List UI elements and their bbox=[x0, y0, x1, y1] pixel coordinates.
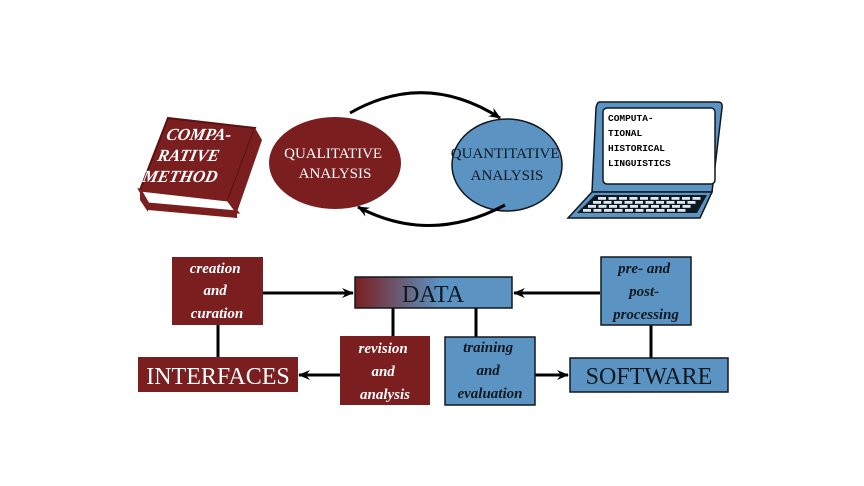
key bbox=[640, 197, 648, 200]
key bbox=[666, 201, 675, 204]
connectors bbox=[216, 288, 653, 380]
key bbox=[598, 205, 607, 208]
key bbox=[645, 201, 654, 204]
key bbox=[614, 201, 622, 204]
laptop-text: COMPUTA- bbox=[608, 113, 654, 124]
key bbox=[624, 201, 633, 204]
qualitative-label: QUALITATIVE bbox=[284, 146, 382, 162]
key bbox=[667, 209, 675, 212]
arrow-qual-to-quant bbox=[349, 91, 501, 120]
qualitative-analysis-node: QUALITATIVE ANALYSIS bbox=[269, 117, 401, 209]
creation-label: and bbox=[203, 283, 227, 299]
key bbox=[672, 205, 680, 208]
key bbox=[609, 205, 617, 208]
key bbox=[619, 197, 627, 200]
keyboard-keys bbox=[583, 197, 701, 212]
svg-text:training and evalu: training and evaluation bbox=[457, 340, 522, 402]
key bbox=[588, 205, 596, 208]
svg-text:COMPUTA- TIONAL HI: COMPUTA- TIONAL HISTORICAL LINGUISTICS bbox=[608, 113, 671, 169]
key bbox=[640, 205, 649, 208]
laptop-text: LINGUISTICS bbox=[608, 158, 671, 169]
svg-text:revision and analy: revision and analysis bbox=[359, 341, 412, 403]
key bbox=[682, 205, 691, 208]
training-evaluation-node: training and evaluation bbox=[444, 336, 536, 406]
revision-analysis-node: revision and analysis bbox=[340, 336, 430, 405]
preprocessing-label: post- bbox=[627, 284, 659, 300]
key bbox=[635, 201, 643, 204]
book-title-line: COMPA- bbox=[165, 125, 234, 144]
key bbox=[629, 197, 638, 200]
laptop-text: TIONAL bbox=[608, 128, 643, 139]
qualitative-label: ANALYSIS bbox=[299, 166, 372, 182]
key bbox=[677, 201, 685, 204]
interfaces-node: INTERFACES bbox=[138, 357, 298, 392]
creation-label: creation bbox=[190, 261, 241, 277]
book-icon: COMPA- RATIVE METHOD bbox=[137, 116, 262, 218]
key bbox=[625, 209, 633, 212]
svg-text:pre- and post- pro: pre- and post- processing bbox=[611, 261, 679, 323]
key bbox=[656, 201, 664, 204]
key bbox=[692, 197, 701, 200]
key bbox=[593, 201, 601, 204]
training-label: training bbox=[463, 340, 514, 356]
key bbox=[661, 205, 670, 208]
software-node: SOFTWARE bbox=[569, 357, 729, 393]
key bbox=[677, 209, 686, 212]
svg-text:COMPA- RATIVE METH: COMPA- RATIVE METHOD bbox=[140, 125, 238, 186]
key bbox=[619, 205, 628, 208]
revision-label: and bbox=[371, 364, 395, 380]
key bbox=[614, 209, 623, 212]
book-title-line: METHOD bbox=[140, 167, 220, 186]
data-node: DATA bbox=[354, 276, 513, 309]
quantitative-label: QUANTITATIVE bbox=[451, 146, 560, 162]
training-label: evaluation bbox=[457, 386, 522, 402]
key bbox=[661, 197, 669, 200]
key bbox=[598, 197, 606, 200]
key bbox=[687, 201, 696, 204]
key bbox=[603, 201, 612, 204]
key bbox=[682, 197, 690, 200]
key bbox=[646, 209, 654, 212]
software-label: SOFTWARE bbox=[586, 364, 713, 390]
revision-label: analysis bbox=[360, 387, 410, 403]
arrow-quant-to-qual bbox=[357, 203, 506, 227]
preprocessing-label: processing bbox=[611, 307, 679, 323]
creation-label: curation bbox=[191, 306, 244, 322]
creation-curation-node: creation and curation bbox=[172, 257, 263, 325]
svg-text:QUANTITATIVE ANALYSIS: QUANTITATIVE ANALYSIS bbox=[451, 146, 564, 184]
svg-text:creation and curat: creation and curation bbox=[190, 261, 245, 322]
preprocessing-label: pre- and bbox=[616, 261, 671, 277]
key bbox=[635, 209, 644, 212]
svg-text:QUALITATIVE ANALYSIS: QUALITATIVE ANALYSIS bbox=[284, 146, 386, 182]
data-label: DATA bbox=[402, 282, 465, 308]
key bbox=[671, 197, 680, 200]
key bbox=[608, 197, 617, 200]
laptop-text: HISTORICAL bbox=[608, 143, 665, 154]
quantitative-label: ANALYSIS bbox=[471, 168, 544, 184]
book-title-line: RATIVE bbox=[155, 146, 221, 165]
key bbox=[651, 205, 659, 208]
pre-post-processing-node: pre- and post- processing bbox=[600, 256, 692, 326]
quantitative-analysis-node: QUANTITATIVE ANALYSIS bbox=[451, 118, 564, 212]
key bbox=[650, 197, 659, 200]
key bbox=[656, 209, 665, 212]
laptop-icon: COMPUTA- TIONAL HISTORICAL LINGUISTICS bbox=[566, 101, 723, 219]
training-label: and bbox=[476, 363, 500, 379]
key bbox=[593, 209, 602, 212]
revision-label: revision bbox=[359, 341, 408, 357]
key bbox=[583, 209, 591, 212]
key bbox=[604, 209, 612, 212]
interfaces-label: INTERFACES bbox=[146, 364, 290, 390]
key bbox=[630, 205, 638, 208]
